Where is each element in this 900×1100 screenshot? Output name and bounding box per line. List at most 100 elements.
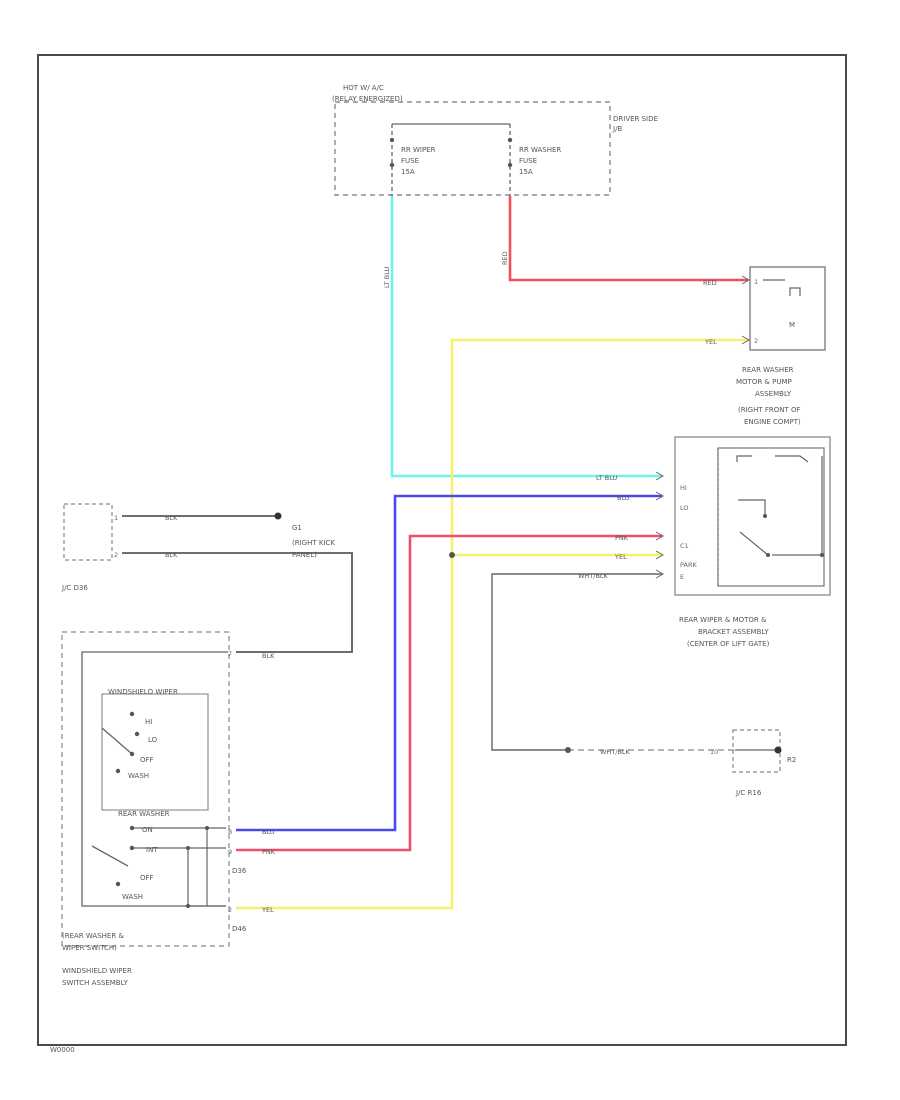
wiper-motor-label: REAR WIPER & MOTOR & — [679, 616, 767, 624]
switch-common — [81, 651, 228, 907]
ws-contact — [129, 711, 135, 717]
ws-section — [101, 693, 209, 811]
rear-contact — [129, 825, 135, 831]
wire-label-blu-right: BLU — [617, 494, 630, 502]
rear-contact — [205, 826, 209, 830]
fuse-wiper-rating: 15A — [401, 168, 415, 176]
wire-lt-blu — [390, 196, 662, 478]
rear-title: REAR WASHER — [118, 810, 170, 818]
wiper-pin-hi: HI — [680, 484, 687, 492]
wire-label-blk-g-bottom: BLK — [165, 551, 178, 559]
wire-label-pnk-switch: PNK — [262, 848, 276, 856]
wiper-motor-inner — [717, 447, 825, 587]
fuse-dot — [389, 137, 395, 143]
ws-off: OFF — [140, 756, 154, 764]
fuse-dot — [507, 137, 513, 143]
fuse-washer-name: RR WASHER — [519, 146, 561, 154]
ground-r2-label: R2 — [787, 756, 796, 764]
ws-title: WINDSHIELD WIPER — [108, 688, 178, 696]
fuse-dot — [507, 162, 513, 168]
washer-motor-symbol — [763, 279, 801, 296]
ws-hi: HI — [145, 718, 152, 726]
jc-left-box — [63, 503, 113, 561]
wire-label-lt-blu-right: LT BLU — [596, 474, 618, 482]
wire-label-wht-blk-bottom: WHT/BLK — [600, 748, 631, 756]
wire-pnk — [236, 534, 662, 852]
jc-left-label: J/C D36 — [61, 584, 88, 592]
wire-label-yel-switch: YEL — [261, 906, 274, 914]
arrow — [741, 275, 751, 285]
washer-pin-2: 2 — [754, 337, 758, 345]
diagram-frame — [37, 54, 847, 1046]
ws-wash: WASH — [128, 772, 149, 780]
rear-switch-arm — [91, 845, 129, 867]
wire-label-pnk-right: PNK — [615, 534, 629, 542]
jc-bottom-pin: 10 — [710, 748, 718, 756]
wire-blk-g-bottom — [122, 552, 353, 653]
wire-label-blk-g-top: BLK — [165, 514, 178, 522]
ws-contact — [115, 768, 121, 774]
rear-int: INT — [146, 846, 158, 854]
wiper-motor-label-3: (CENTER OF LIFT GATE) — [687, 640, 770, 648]
arrow — [655, 491, 665, 501]
jc-left-pin-1: 1 — [114, 514, 118, 522]
wiper-pin-park: PARK — [680, 561, 697, 569]
wire-label-blk-switch: BLK — [262, 652, 275, 660]
switch-connector-1: D36 — [232, 867, 247, 875]
ws-assembly-label-2: SWITCH ASSEMBLY — [62, 979, 129, 987]
fuse-wiper-type: FUSE — [401, 157, 419, 165]
wire-wht-blk — [491, 573, 662, 751]
jb-label-2: J/B — [612, 125, 622, 133]
yel-splice-dot — [449, 552, 455, 558]
switch-pin-yel: 2 — [228, 906, 232, 914]
wiper-motor-symbol — [736, 455, 809, 516]
switch-pin-pnk: 9 — [228, 848, 232, 856]
arrow — [655, 550, 665, 560]
jb-label: DRIVER SIDE — [613, 115, 658, 123]
jc-bottom-box — [732, 729, 781, 773]
park-switch-dot — [820, 553, 824, 557]
ws-contact — [129, 751, 135, 757]
wiper-motor-box — [674, 436, 831, 596]
fuse-wiper-name: RR WIPER — [401, 146, 436, 154]
footer-code: W0000 — [50, 1046, 75, 1054]
rear-contact — [129, 845, 135, 851]
wiper-pin-e: E — [680, 573, 684, 581]
arrow — [741, 335, 751, 345]
jc-left-pin-2: 2 — [114, 551, 118, 559]
washer-motor-label-2: MOTOR & PUMP — [736, 378, 792, 386]
washer-motor-label-4: (RIGHT FRONT OF — [738, 406, 801, 414]
rear-contact — [186, 846, 190, 850]
wire-label-yel-motor: YEL — [614, 553, 627, 561]
ground-g1-dot — [274, 512, 282, 520]
arrow — [655, 471, 665, 481]
wire-red — [508, 196, 748, 282]
fuse-washer-rating: 15A — [519, 168, 533, 176]
park-switch-dot — [766, 553, 770, 557]
rear-on: ON — [142, 826, 153, 834]
ws-assembly-label: WINDSHIELD WIPER — [62, 967, 132, 975]
ws-lo: LO — [148, 736, 158, 744]
arrow — [655, 531, 665, 541]
switch-assembly-label-2: WIPER SWITCH) — [62, 944, 117, 952]
ws-switch-arm — [101, 727, 133, 755]
fuse-washer-type: FUSE — [519, 157, 537, 165]
rear-contact — [115, 881, 121, 887]
wire-yel — [236, 338, 748, 910]
wire-label-red: RED — [501, 251, 509, 265]
relay-box-title-2: (RELAY ENERGIZED) — [332, 95, 403, 103]
wire-blu — [236, 494, 662, 832]
park-switch-dot — [763, 514, 767, 518]
switch-assembly-box — [61, 631, 230, 947]
rear-wash: WASH — [122, 893, 143, 901]
wire-label-red-right: RED — [703, 279, 717, 287]
arrow — [655, 569, 665, 579]
washer-motor-label-5: ENGINE COMPT) — [744, 418, 801, 426]
wht-blk-dot — [565, 747, 571, 753]
switch-pin-blu: 8 — [228, 828, 232, 836]
switch-connector-2: D46 — [232, 925, 247, 933]
ws-contact — [134, 731, 140, 737]
washer-motor-box — [749, 266, 826, 351]
fuse-dot — [389, 162, 395, 168]
